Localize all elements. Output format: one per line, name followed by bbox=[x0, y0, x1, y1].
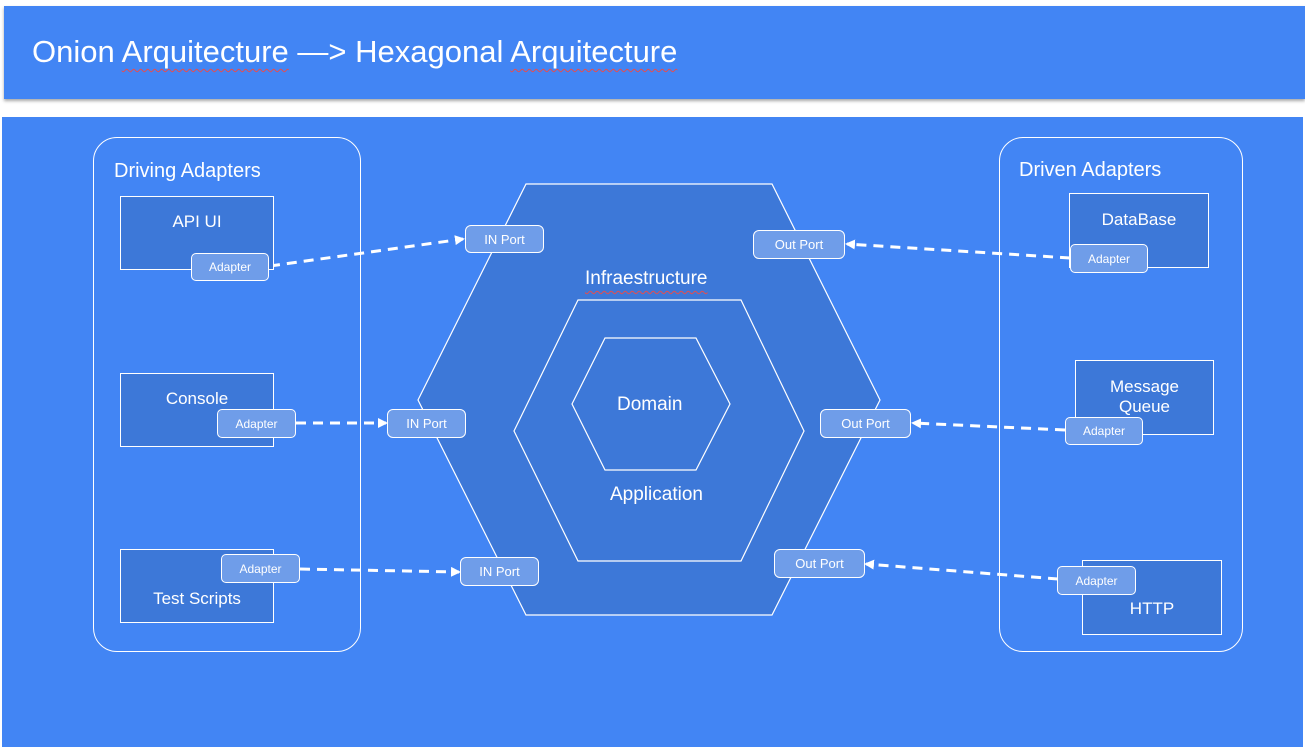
arrow-tests-to-inport bbox=[299, 566, 461, 577]
in-port-bottom[interactable]: IN Port bbox=[460, 557, 539, 586]
message-queue-adapter[interactable]: Adapter bbox=[1065, 417, 1143, 445]
http-adapter[interactable]: Adapter bbox=[1057, 566, 1136, 595]
title-part-1: Onion bbox=[32, 34, 115, 69]
arrow-mq-to-outport bbox=[911, 418, 1066, 432]
domain-label: Domain bbox=[617, 394, 683, 415]
arrow-http-to-outport bbox=[864, 559, 1059, 581]
title-word-1: Arquitecture bbox=[121, 34, 289, 69]
test-scripts-label: Test Scripts bbox=[153, 589, 241, 608]
console-adapter[interactable]: Adapter bbox=[217, 409, 296, 438]
http-label: HTTP bbox=[1129, 599, 1175, 618]
driving-adapters-title: Driving Adapters bbox=[114, 160, 261, 182]
message-queue-line-2: Queue bbox=[1118, 397, 1171, 416]
console-label: Console bbox=[165, 389, 229, 408]
title-word-2: Arquitecture bbox=[510, 34, 678, 69]
in-port-top[interactable]: IN Port bbox=[465, 225, 544, 253]
title-arrow: —> Hexagonal bbox=[288, 34, 511, 69]
driven-adapters-panel bbox=[999, 137, 1243, 652]
message-queue-line-1: Message bbox=[1110, 377, 1179, 396]
slide-title: Onion Arquitecture —> Hexagonal Arquitec… bbox=[32, 34, 677, 70]
infrastructure-label: Infraestructure bbox=[585, 268, 708, 289]
driving-adapters-panel bbox=[93, 137, 361, 652]
arrow-api-to-inport bbox=[269, 235, 465, 268]
out-port-middle[interactable]: Out Port bbox=[820, 409, 911, 438]
message-queue-label: Message Queue bbox=[1075, 377, 1214, 417]
title-bar: Onion Arquitecture —> Hexagonal Arquitec… bbox=[4, 6, 1305, 99]
inner-hexagon bbox=[571, 337, 731, 471]
api-ui-label: API UI bbox=[172, 212, 222, 231]
database-label: DataBase bbox=[1101, 210, 1177, 229]
out-port-top[interactable]: Out Port bbox=[753, 230, 845, 259]
in-port-middle[interactable]: IN Port bbox=[387, 409, 466, 438]
driven-adapters-title: Driven Adapters bbox=[1019, 159, 1162, 181]
arrow-db-to-outport bbox=[845, 239, 1071, 260]
out-port-bottom[interactable]: Out Port bbox=[774, 549, 865, 578]
application-label: Application bbox=[610, 484, 703, 505]
api-ui-adapter[interactable]: Adapter bbox=[191, 253, 269, 281]
test-scripts-adapter[interactable]: Adapter bbox=[221, 554, 300, 583]
database-adapter[interactable]: Adapter bbox=[1070, 244, 1148, 273]
